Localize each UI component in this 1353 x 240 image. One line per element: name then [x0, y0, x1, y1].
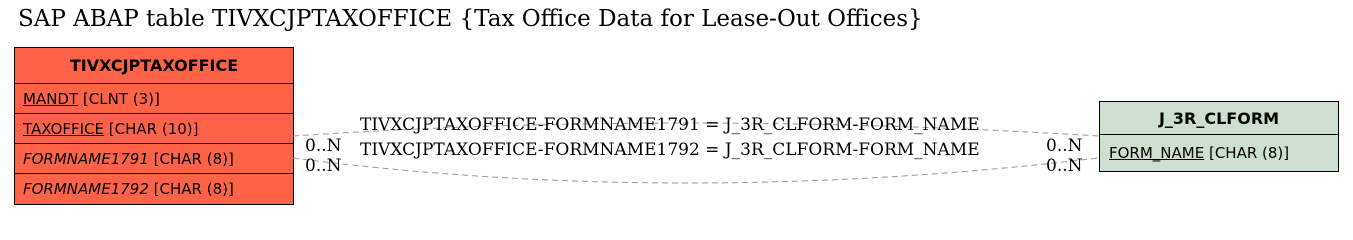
relation-line-1791: [292, 122, 1099, 137]
field-row-mandt: MANDT [CLNT (3)]: [15, 84, 293, 114]
cardinality-right-1791: 0..N: [1046, 136, 1083, 156]
cardinality-left-1791: 0..N: [305, 136, 342, 156]
field-type: [CHAR (8)]: [153, 149, 234, 168]
diagram-title: SAP ABAP table TIVXCJPTAXOFFICE {Tax Off…: [18, 6, 923, 32]
field-name: TAXOFFICE: [23, 119, 105, 138]
relation-label-1791: TIVXCJPTAXOFFICE-FORMNAME1791 = J_3R_CLF…: [360, 115, 980, 135]
relation-line-1792: [292, 157, 1099, 184]
field-name: FORMNAME1792: [23, 180, 149, 198]
field-row-taxoffice: TAXOFFICE [CHAR (10)]: [15, 114, 293, 144]
field-type: [CHAR (10)]: [108, 119, 199, 138]
field-name: FORMNAME1791: [23, 149, 149, 168]
field-row-form-name: FORM_NAME [CHAR (8)]: [1100, 135, 1338, 171]
relation-lines: TIVXCJPTAXOFFICE-FORMNAME1791 = J_3R_CLF…: [292, 115, 1099, 184]
field-type: [CLNT (3)]: [82, 89, 160, 108]
field-row-formname1792: FORMNAME1792 [CHAR (8)]: [15, 174, 293, 204]
relation-label-1792: TIVXCJPTAXOFFICE-FORMNAME1792 = J_3R_CLF…: [360, 140, 980, 160]
field-name: FORM_NAME: [1109, 144, 1205, 162]
entity-j-3r-clform[interactable]: J_3R_CLFORM FORM_NAME [CHAR (8)]: [1099, 101, 1339, 172]
entity-tivxcjptaxoffice[interactable]: TIVXCJPTAXOFFICE MANDT [CLNT (3)] TAXOFF…: [14, 47, 294, 205]
cardinality-right-1792: 0..N: [1046, 156, 1083, 176]
field-name: MANDT: [23, 89, 79, 108]
cardinality-left-1792: 0..N: [305, 156, 342, 176]
entity-header: J_3R_CLFORM: [1100, 102, 1338, 135]
entity-header: TIVXCJPTAXOFFICE: [15, 48, 293, 84]
field-type: [CHAR (8)]: [1208, 144, 1290, 162]
field-row-formname1791: FORMNAME1791 [CHAR (8)]: [15, 144, 293, 174]
field-type: [CHAR (8)]: [153, 180, 234, 198]
